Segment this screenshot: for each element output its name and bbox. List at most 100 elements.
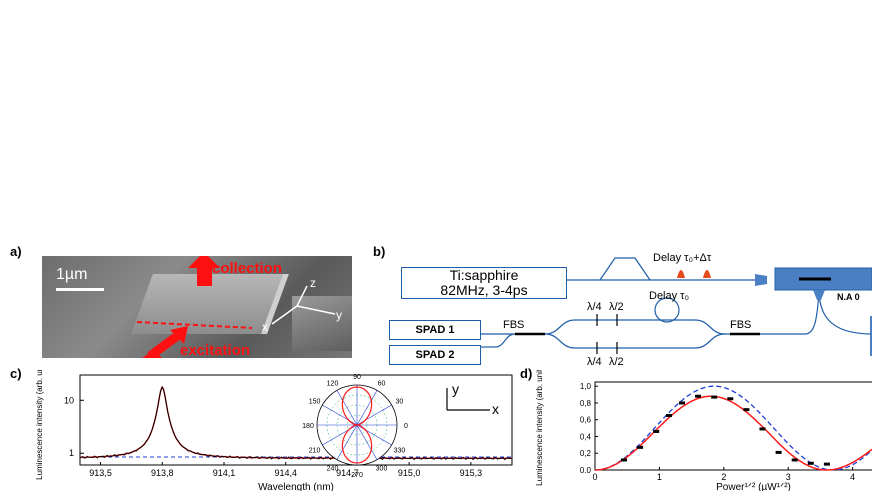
excitation-label: excitation (180, 342, 251, 358)
polar-tick-label: 90 (353, 374, 361, 381)
x-axis-line (271, 305, 298, 325)
data-point (743, 408, 750, 412)
panel-label-d: d) (520, 366, 533, 381)
inset-y-label: y (452, 381, 459, 397)
x-axis-label: Power¹ᐟ² (µW¹ᐟ²) (716, 482, 791, 491)
polar-tick-label: 330 (394, 448, 406, 455)
x-tick-label: 914,4 (274, 468, 297, 478)
data-point (823, 462, 830, 466)
x-tick-label: 913,5 (89, 468, 112, 478)
x-tick-label: 913,8 (151, 468, 174, 478)
lens-icon (755, 274, 767, 286)
series-red-fit (595, 395, 872, 471)
polar-tick-label: 0 (404, 423, 408, 430)
axis-z-label: z (310, 276, 316, 290)
x-tick-label: 1 (657, 472, 662, 482)
y-tick-label: 1 (69, 448, 74, 458)
setup-lines (480, 257, 872, 356)
polar-fit (341, 386, 373, 464)
x-tick-label: 3 (786, 472, 791, 482)
spad1-box: SPAD 1 (389, 320, 481, 340)
x-axis-label: Wavelength (nm) (258, 482, 334, 491)
x-tick-label: 2 (721, 472, 726, 482)
y-tick-label: 0,6 (580, 416, 592, 425)
delay-top-label: Delay τ₀+Δτ (653, 252, 712, 264)
y-axis-label: Luminescence intensity (arb. unit) (535, 370, 544, 486)
collection-label: collection (212, 260, 283, 277)
polar-tick-label: 240 (327, 465, 339, 472)
data-point (775, 450, 782, 454)
na-label: N.A 0 (837, 292, 860, 302)
collection-arrow-icon (188, 256, 220, 286)
setup-diagram: Ti:sapphire 82MHz, 3-4ps SPAD 1 SPAD 2 D… (385, 250, 872, 370)
laser-line2: 82MHz, 3-4ps (440, 282, 528, 298)
x-tick-label: 0 (592, 472, 597, 482)
scale-label: 1µm (56, 266, 88, 283)
polar-tick-label: 210 (309, 448, 321, 455)
sem-image: 1µm collection excitation z y x (42, 256, 352, 358)
y-tick-label: 0,4 (580, 432, 592, 441)
data-point (727, 397, 734, 401)
waveguide-ridge (292, 296, 352, 351)
data-point (807, 461, 814, 465)
polar-tick-label: 300 (376, 465, 388, 472)
data-point (678, 401, 685, 405)
data-point (759, 427, 766, 431)
x-tick-label: 4 (850, 472, 855, 482)
excitation-path (136, 321, 253, 329)
series-blue-dashed (595, 385, 872, 471)
excitation-arrow-shaft (147, 330, 183, 358)
data-point (666, 414, 673, 418)
lambda4-bot-label: λ/4 (587, 356, 602, 368)
panel-label-c: c) (10, 366, 22, 381)
polar-tick-label: 150 (309, 399, 321, 406)
y-tick-label: 10 (64, 395, 74, 405)
y-tick-label: 1,0 (580, 382, 592, 391)
y-tick-label: 0,8 (580, 399, 592, 408)
x-tick-label: 914,1 (213, 468, 236, 478)
lambda4-top-label: λ/4 (587, 301, 602, 313)
x-tick-label: 915,0 (398, 468, 421, 478)
y-tick-label: 0,2 (580, 449, 592, 458)
data-point (620, 458, 627, 462)
fbs1-label: FBS (503, 319, 525, 331)
laser-line1: Ti:sapphire (449, 267, 519, 283)
x-tick-label: 915,3 (460, 468, 483, 478)
polar-tick-label: 270 (351, 472, 363, 479)
polar-tick-label: 120 (327, 381, 339, 388)
y-axis-line (296, 305, 336, 315)
plot-frame (594, 381, 872, 471)
pulse-icon (677, 270, 685, 278)
polar-tick-label: 60 (378, 381, 386, 388)
scale-bar (56, 288, 104, 291)
axis-y-label: y (336, 308, 342, 322)
spectrum-svg: 913,5 913,8 914,1 914,4 914,7 915,0 915,3 1 10Wa… (35, 360, 513, 493)
panel-label-b: b) (373, 244, 386, 259)
z-axis-line (296, 285, 308, 307)
plot-frame (79, 374, 513, 466)
sem-overlay (136, 256, 336, 358)
y-axis-label: Luminescence intensity (arb. unit) (35, 370, 44, 480)
panel-label-a: a) (10, 244, 22, 259)
lambda2-top-label: λ/2 (609, 301, 624, 313)
fbs2-label: FBS (730, 319, 752, 331)
delay-mid-label: Delay τ₀ (649, 290, 690, 302)
objective-icon (813, 290, 825, 300)
axis-x-label: x (262, 320, 268, 334)
data-point (791, 458, 798, 462)
x-tick-label: 914,7 (336, 468, 359, 478)
data-point (711, 395, 718, 399)
inset-x-label: x (492, 401, 499, 417)
polar-tick-label: 30 (396, 399, 404, 406)
polar-tick-label: 180 (302, 423, 314, 430)
series-data (79, 385, 513, 461)
data-point (695, 394, 702, 398)
data-point (653, 429, 660, 433)
laser-box: Ti:sapphire 82MHz, 3-4ps (401, 267, 567, 299)
data-point (637, 445, 644, 449)
y-tick-label: 0.0 (580, 466, 592, 475)
spad2-box: SPAD 2 (389, 345, 481, 365)
